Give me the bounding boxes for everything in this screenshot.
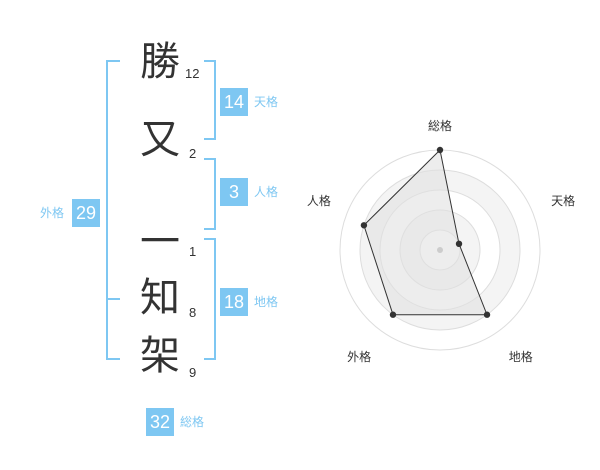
- name-char-1: 勝: [140, 39, 180, 85]
- tenkaku-score: 14: [220, 88, 248, 116]
- radar-axis-label-5: 人格: [307, 193, 331, 208]
- stroke-count-5: 9: [189, 365, 197, 380]
- name-char-4: 知: [140, 275, 180, 321]
- radar-point-3: [483, 311, 491, 318]
- stroke-count-2: 2: [189, 146, 197, 161]
- name-char-5: 架: [140, 333, 180, 379]
- chikaku-label: 地格: [254, 295, 279, 309]
- gaikaku-bracket-vertical: [106, 60, 108, 360]
- tenkaku-bracket-bottom: [204, 138, 216, 140]
- jinkaku-bracket-vertical: [214, 158, 216, 230]
- chikaku-bracket-vertical: [214, 238, 216, 360]
- jinkaku-score: 3: [220, 178, 248, 206]
- stroke-count-3: 1: [189, 244, 197, 259]
- gaikaku-score: 29: [72, 199, 100, 227]
- radar-axis-label-4: 外格: [347, 349, 371, 364]
- chikaku-bracket-bottom: [204, 358, 216, 360]
- radar-axis-label-3: 地格: [509, 349, 533, 364]
- name-char-3: 一: [140, 219, 180, 265]
- radar-point-2: [455, 240, 463, 248]
- chikaku-score: 18: [220, 288, 248, 316]
- radar-axis-label-1: 総格: [428, 118, 452, 133]
- name-char-2: 又: [140, 117, 180, 163]
- radar-point-5: [360, 222, 368, 229]
- gaikaku-bracket-bottom: [106, 358, 120, 360]
- radar-point-1: [436, 146, 444, 154]
- radar-polygon: [363, 148, 488, 316]
- jinkaku-bracket-bottom: [204, 228, 216, 230]
- jinkaku-bracket-top: [204, 158, 216, 160]
- radar-point-4: [389, 311, 397, 318]
- stroke-count-1: 12: [185, 66, 200, 81]
- gaikaku-label: 外格: [40, 206, 65, 220]
- chikaku-bracket-top: [204, 238, 216, 240]
- tenkaku-label: 天格: [254, 95, 279, 109]
- radar-axis-label-2: 天格: [551, 193, 575, 208]
- tenkaku-bracket-top: [204, 60, 216, 62]
- soukaku-score: 32: [146, 408, 174, 436]
- soukaku-label: 総格: [180, 415, 205, 429]
- gaikaku-bracket-top: [106, 60, 120, 62]
- radar-center-dot: [437, 247, 443, 253]
- jinkaku-label: 人格: [254, 185, 279, 199]
- tenkaku-bracket-vertical: [214, 60, 216, 140]
- stroke-count-4: 8: [189, 305, 197, 320]
- gaikaku-bracket-mid: [106, 298, 120, 300]
